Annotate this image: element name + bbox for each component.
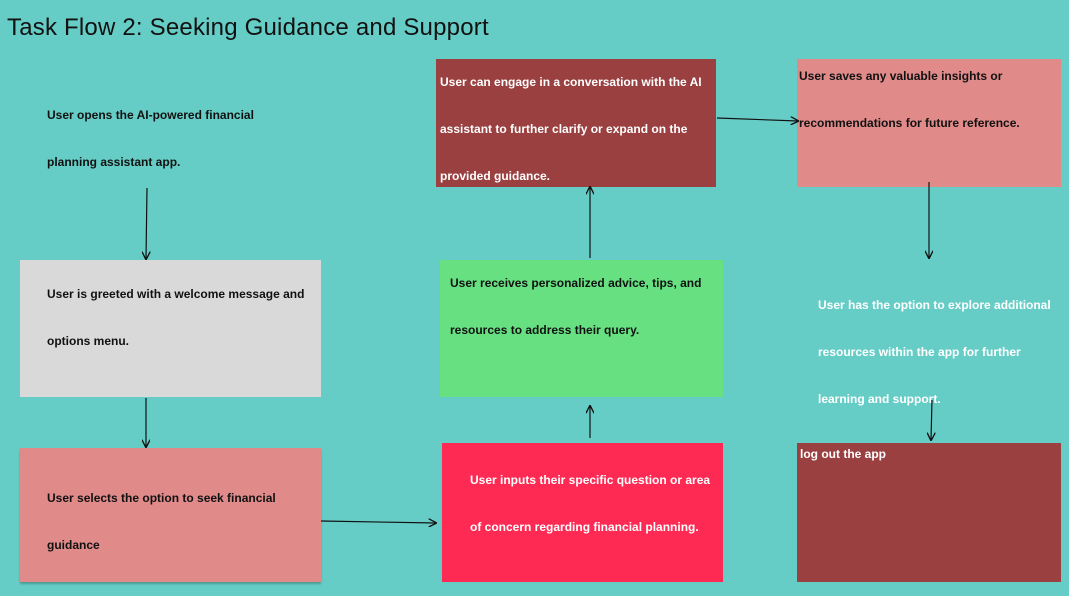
step-log-out: log out the app [797, 443, 1061, 582]
step-select-option-text: User selects the option to seek financia… [47, 491, 276, 552]
step-open-app-text: User opens the AI-powered financial plan… [47, 108, 254, 169]
step-log-out-text: log out the app [800, 447, 886, 461]
step-receive-advice-text: User receives personalized advice, tips,… [450, 276, 702, 337]
step-explore-resources-text: User has the option to explore additiona… [818, 298, 1051, 406]
step-conversation-text: User can engage in a conversation with t… [440, 75, 702, 183]
step-receive-advice: User receives personalized advice, tips,… [440, 260, 723, 397]
step-greeted-text: User is greeted with a welcome message a… [47, 287, 305, 348]
step-save-insights: User saves any valuable insights or reco… [797, 59, 1061, 187]
step-save-insights-text: User saves any valuable insights or reco… [799, 69, 1020, 130]
arrow-open-to-greeted [146, 187, 147, 259]
step-greeted: User is greeted with a welcome message a… [20, 260, 321, 397]
step-input-question: User inputs their specific question or a… [442, 443, 723, 582]
page-title: Task Flow 2: Seeking Guidance and Suppor… [7, 14, 489, 41]
step-open-app: User opens the AI-powered financial plan… [40, 92, 320, 187]
step-input-question-text: User inputs their specific question or a… [470, 473, 711, 534]
step-explore-resources: User has the option to explore additiona… [810, 282, 1069, 424]
arrow-conversation-to-save [716, 118, 798, 121]
arrow-explore-to-logout [931, 399, 932, 440]
arrow-select-to-input [320, 521, 436, 523]
step-select-option: User selects the option to seek financia… [20, 448, 321, 582]
step-conversation: User can engage in a conversation with t… [436, 59, 716, 187]
